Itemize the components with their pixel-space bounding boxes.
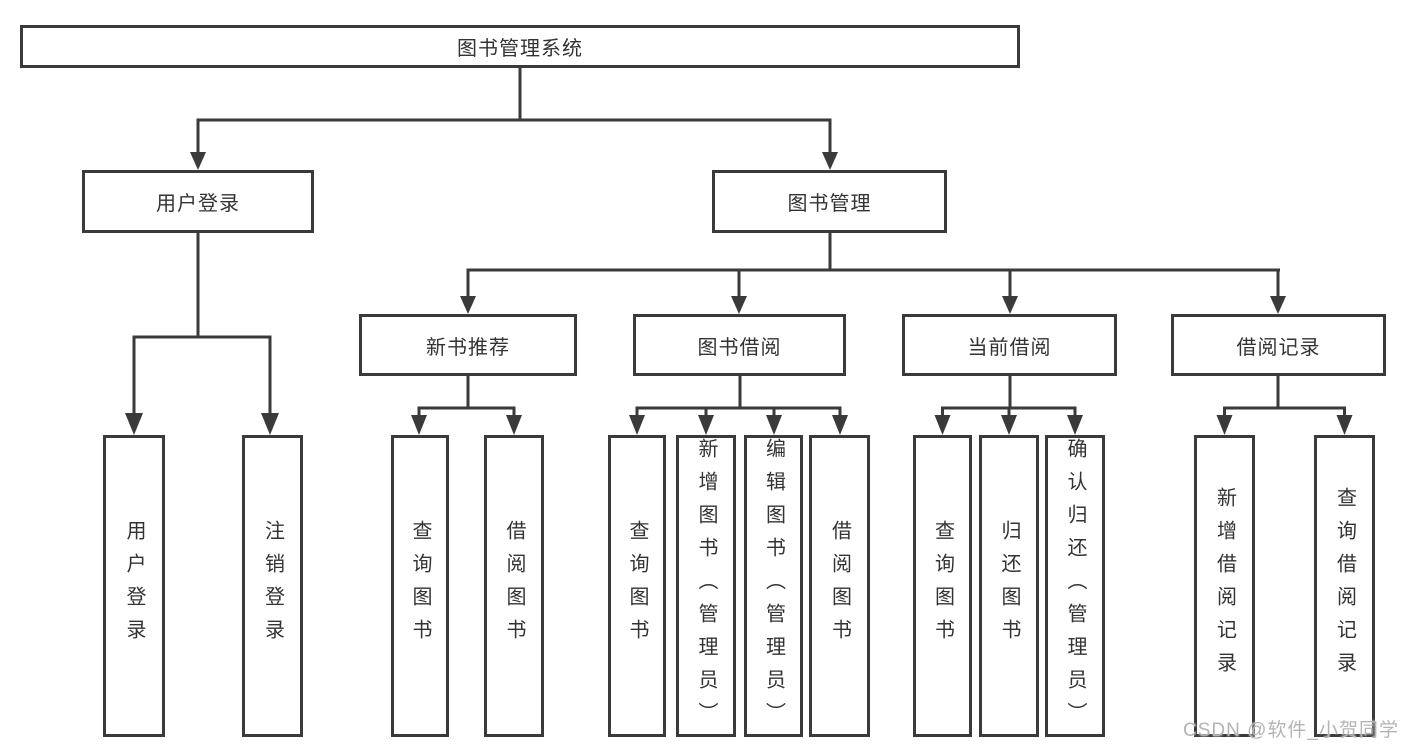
leaf-query-borrow-record-label: 查询借阅记录 <box>1333 487 1356 685</box>
arrowhead <box>1216 415 1233 435</box>
leaf-add-books-admin-label: 新增图书（管理员） <box>695 437 717 735</box>
leaf-add-borrow-record: 新增借阅记录 <box>1194 435 1255 737</box>
leaf-borrow-books: 借阅图书 <box>809 435 870 737</box>
leaf-confirm-return-admin-label: 确认归还（管理员） <box>1064 437 1086 735</box>
arrowhead <box>506 415 522 435</box>
arrowhead <box>1002 296 1018 314</box>
node-root: 图书管理系统 <box>20 25 1020 68</box>
leaf-query-borrow-record: 查询借阅记录 <box>1314 435 1375 737</box>
arrowhead <box>698 415 714 435</box>
arrowhead <box>822 152 838 170</box>
node-current-borrow-label: 当前借阅 <box>967 336 1052 359</box>
leaf-query-books-borrow-label: 查询图书 <box>626 520 648 652</box>
node-new-book-recommend: 新书推荐 <box>359 314 577 376</box>
leaf-borrow-books-label: 借阅图书 <box>828 520 851 652</box>
node-borrow-records: 借阅记录 <box>1171 314 1386 376</box>
node-book-borrow: 图书借阅 <box>633 314 846 376</box>
node-root-label: 图书管理系统 <box>457 38 583 60</box>
leaf-edit-books-admin: 编辑图书（管理员） <box>744 435 803 737</box>
leaf-borrow-books-recommend: 借阅图书 <box>484 435 544 737</box>
arrowhead <box>832 415 848 435</box>
leaf-user-login: 用户登录 <box>103 435 165 737</box>
csdn-watermark: CSDN @软件_小贺同学 <box>1183 720 1399 741</box>
arrowhead <box>125 413 143 435</box>
arrowhead <box>261 413 279 435</box>
leaf-confirm-return-admin: 确认归还（管理员） <box>1045 435 1105 737</box>
node-book-management: 图书管理 <box>712 170 947 233</box>
arrowhead <box>766 415 782 435</box>
node-borrow-records-label: 借阅记录 <box>1236 336 1321 359</box>
node-user-login-label: 用户登录 <box>156 193 240 215</box>
node-book-borrow-label: 图书借阅 <box>697 336 782 359</box>
node-new-book-recommend-label: 新书推荐 <box>426 336 510 359</box>
leaf-logout-label: 注销登录 <box>261 520 284 652</box>
arrowhead <box>1067 415 1083 435</box>
leaf-query-books-borrow: 查询图书 <box>608 435 666 737</box>
arrowhead <box>411 415 427 435</box>
leaf-logout: 注销登录 <box>242 435 303 737</box>
node-book-management-label: 图书管理 <box>787 193 872 215</box>
arrowhead <box>1270 296 1286 314</box>
leaf-borrow-books-recommend-label: 借阅图书 <box>503 520 525 652</box>
leaf-edit-books-admin-label: 编辑图书（管理员） <box>762 437 785 735</box>
arrowhead <box>629 415 645 435</box>
node-user-login: 用户登录 <box>82 170 314 233</box>
leaf-return-books-label: 归还图书 <box>998 520 1020 652</box>
node-current-borrow: 当前借阅 <box>902 314 1117 376</box>
leaf-add-books-admin: 新增图书（管理员） <box>676 435 736 737</box>
arrowhead <box>460 296 476 314</box>
arrowhead <box>934 415 951 435</box>
arrowhead <box>190 152 206 170</box>
leaf-user-login-label: 用户登录 <box>123 520 145 652</box>
leaf-return-books: 归还图书 <box>979 435 1039 737</box>
arrowhead <box>1001 415 1017 435</box>
arrowhead <box>1336 415 1353 435</box>
leaf-query-books-current-label: 查询图书 <box>931 520 954 652</box>
leaf-add-borrow-record-label: 新增借阅记录 <box>1213 487 1236 685</box>
leaf-query-books-current: 查询图书 <box>913 435 972 737</box>
leaf-query-books-recommend: 查询图书 <box>391 435 449 737</box>
arrowhead <box>731 296 747 314</box>
leaf-query-books-recommend-label: 查询图书 <box>409 520 431 652</box>
